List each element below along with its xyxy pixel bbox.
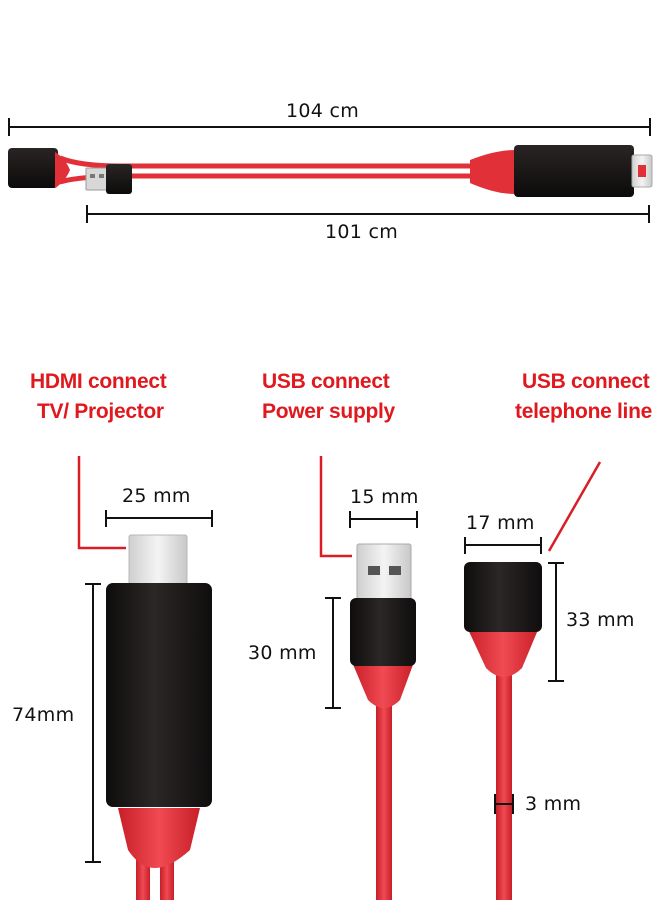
usb-female-height-dimension-line [548,562,564,682]
usb-phone-callout-leader [547,461,602,552]
usb-power-height-label: 30 mm [248,642,317,664]
hdmi-plug-detail [77,456,213,900]
hdmi-width-dimension-line [105,510,213,527]
overview-usb-power-plug [85,164,132,194]
usb-phone-callout: USB connect telephone line [515,367,652,427]
usb-power-callout-leader [319,456,352,558]
cable-diameter-label: 3 mm [525,793,582,815]
usb-power-height-dimension-line [325,597,341,709]
cable-length-label: 101 cm [325,221,399,243]
cable-length-dimension-line [86,205,650,223]
usb-phone-callout-line1: USB connect [522,370,650,393]
hdmi-height-dimension-line [85,583,101,863]
usb-female-width-dimension-line [464,537,542,554]
hdmi-height-label: 74mm [12,704,75,726]
usb-power-plug-detail [319,456,418,900]
usb-female-width-label: 17 mm [466,512,535,534]
hdmi-callout: HDMI connect TV/ Projector [30,367,167,427]
usb-power-width-label: 15 mm [350,486,419,508]
usb-female-height-label: 33 mm [566,609,635,631]
usb-power-width-dimension-line [349,511,418,528]
hdmi-width-label: 25 mm [122,485,191,507]
hdmi-callout-leader [77,456,126,550]
usb-power-callout: USB connect Power supply [262,367,395,427]
cable-overview [8,118,653,223]
hdmi-callout-line2: TV/ Projector [37,400,164,423]
total-length-dimension-line [8,118,651,136]
usb-phone-callout-line2: telephone line [515,400,652,423]
usb-female-plug-detail [464,461,602,900]
usb-power-callout-line2: Power supply [262,400,395,423]
total-length-label: 104 cm [286,100,360,122]
overview-hdmi-plug [514,145,653,197]
hdmi-callout-line1: HDMI connect [30,370,167,393]
cable-diameter-dimension-marker [494,794,514,814]
overview-usb-female-plug [8,148,70,188]
usb-power-callout-line1: USB connect [262,370,390,393]
